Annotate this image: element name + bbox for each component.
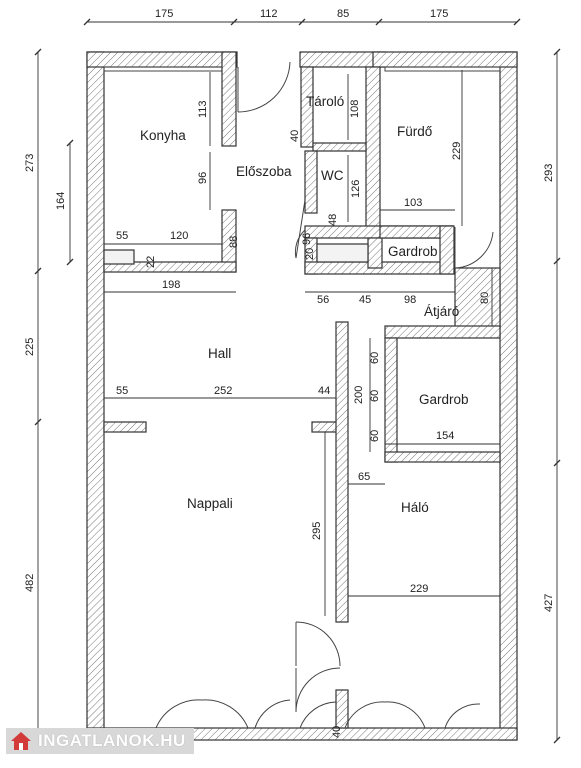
dim-top-175b: 175 <box>430 8 448 20</box>
label-furdo: Fürdő <box>397 124 432 139</box>
dim-konyha-55: 55 <box>116 230 128 242</box>
label-nappali: Nappali <box>187 496 233 511</box>
dim-gardrob-56: 56 <box>317 294 329 306</box>
dim-tarolo-108: 108 <box>349 100 361 118</box>
logo-text: INGATLANOK.HU <box>38 731 186 750</box>
dim-eloszoba-96: 96 <box>301 233 313 245</box>
dimension-lines <box>34 18 561 744</box>
dim-konyha-88: 88 <box>228 236 240 248</box>
label-konyha: Konyha <box>140 128 186 143</box>
dim-top-112: 112 <box>260 8 278 20</box>
label-wc: WC <box>321 168 344 183</box>
label-tarolo: Tároló <box>306 94 344 109</box>
dim-nappali-295: 295 <box>311 522 323 540</box>
dim-gardrob-200: 200 <box>353 386 365 404</box>
dim-gardrob-60a: 60 <box>369 352 381 364</box>
dim-hall-44: 44 <box>318 385 330 397</box>
label-eloszoba: Előszoba <box>236 164 292 179</box>
dim-gardrob-20: 20 <box>304 248 316 260</box>
dim-atjaro-80: 80 <box>479 292 491 304</box>
dim-left-482: 482 <box>24 574 36 592</box>
outer-walls <box>86 51 518 741</box>
dim-top-175a: 175 <box>155 8 173 20</box>
dim-tarolo-40: 40 <box>289 130 301 142</box>
dim-left-225: 225 <box>24 338 36 356</box>
dim-top-85: 85 <box>337 8 349 20</box>
dim-hall-198: 198 <box>162 279 180 291</box>
label-atjaro: Átjáró <box>424 304 459 319</box>
room-labels: Konyha Tároló Fürdő Előszoba WC Gardrob … <box>140 94 469 515</box>
dim-gardrob-45: 45 <box>359 294 371 306</box>
dim-wc-126: 126 <box>350 180 362 198</box>
dim-gardrob-98: 98 <box>404 294 416 306</box>
dim-bottom-40: 40 <box>331 726 343 738</box>
dim-furdo-103: 103 <box>404 197 422 209</box>
dim-right-427: 427 <box>543 594 555 612</box>
dim-left-273: 273 <box>24 154 36 172</box>
dim-hall-55: 55 <box>116 385 128 397</box>
dim-hall-252: 252 <box>214 385 232 397</box>
label-hall: Hall <box>208 346 231 361</box>
dim-left-164: 164 <box>55 192 67 210</box>
dim-furdo-229: 229 <box>451 142 463 160</box>
dim-konyha-113: 113 <box>197 100 209 118</box>
ingatlanok-logo: INGATLANOK.HU <box>6 728 194 754</box>
dim-halo-229: 229 <box>410 583 428 595</box>
dim-konyha-96: 96 <box>197 172 209 184</box>
dim-halo-65: 65 <box>358 471 370 483</box>
house-logo-icon <box>11 732 31 750</box>
dim-gardrob-60b: 60 <box>369 390 381 402</box>
label-halo: Háló <box>401 500 429 515</box>
dimension-labels: 175 112 85 175 113 40 108 229 273 164 96… <box>24 8 555 738</box>
dim-wc-48: 48 <box>327 214 339 226</box>
dim-konyha-22: 22 <box>145 256 157 268</box>
dim-gardrob-60c: 60 <box>369 430 381 442</box>
label-gardrob-1: Gardrob <box>388 244 438 259</box>
dim-konyha-120: 120 <box>170 230 188 242</box>
label-gardrob-2: Gardrob <box>419 392 469 407</box>
interior-walls <box>103 51 501 729</box>
dim-gardrob-154: 154 <box>436 430 454 442</box>
doors <box>155 61 494 729</box>
dim-right-293: 293 <box>543 164 555 182</box>
